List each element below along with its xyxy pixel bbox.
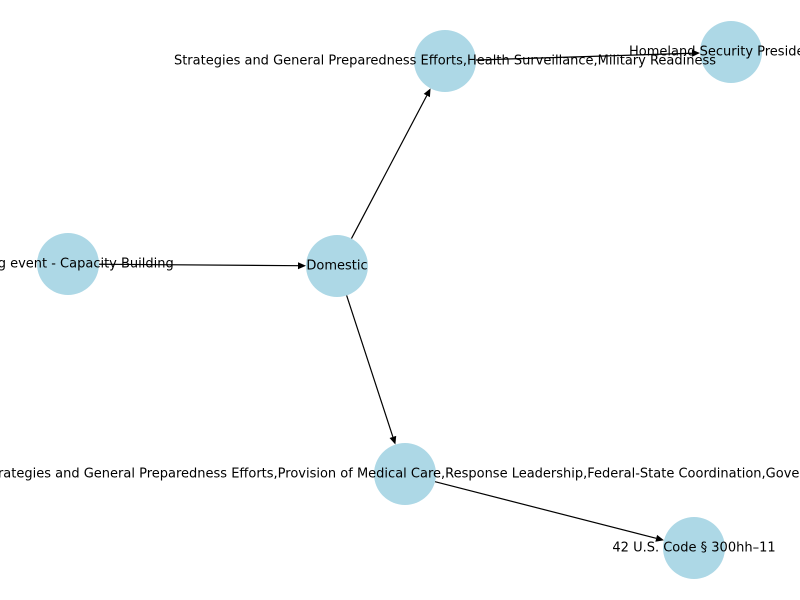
- node-strategies-bottom: [374, 443, 436, 505]
- node-circle: [37, 233, 99, 295]
- node-circle: [700, 21, 762, 83]
- arrowhead-icon: [691, 49, 701, 57]
- node-hspd: [700, 21, 762, 83]
- edge-line: [350, 95, 428, 239]
- edge-domestic-to-strategies-bottom: [346, 295, 397, 445]
- node-during-event: [37, 233, 99, 295]
- node-label-strategies-bottom: Strategies and General Preparedness Effo…: [0, 467, 800, 482]
- edge-strategies-top-to-hspd: [475, 49, 701, 61]
- edges-layer: [98, 49, 701, 542]
- edge-line: [346, 295, 394, 438]
- node-circle: [306, 235, 368, 297]
- edge-during-event-to-domestic: [98, 262, 307, 270]
- node-circle: [414, 30, 476, 92]
- arrowhead-icon: [655, 534, 664, 542]
- node-strategies-top: [414, 30, 476, 92]
- edge-strategies-bottom-to-usc: [434, 481, 664, 542]
- edge-line: [98, 263, 299, 267]
- arrowhead-icon: [423, 88, 431, 98]
- node-label-domestic: Domestic: [306, 259, 367, 274]
- edge-line: [475, 52, 693, 61]
- edge-domestic-to-strategies-top: [350, 88, 431, 239]
- node-usc: [663, 517, 725, 579]
- edge-line: [434, 481, 657, 539]
- node-label-usc: 42 U.S. Code § 300hh–11: [612, 541, 775, 556]
- arrowhead-icon: [389, 435, 397, 445]
- node-label-strategies-top: Strategies and General Preparedness Effo…: [174, 54, 716, 69]
- labels-layer: During event - Capacity Building Domestic…: [0, 45, 800, 556]
- node-label-hspd: Homeland Security Presidential: [629, 45, 800, 60]
- node-domestic: [306, 235, 368, 297]
- node-circle: [663, 517, 725, 579]
- arrowhead-icon: [297, 262, 307, 270]
- nodes-layer: [37, 21, 762, 579]
- node-circle: [374, 443, 436, 505]
- node-label-during-event: During event - Capacity Building: [0, 257, 174, 272]
